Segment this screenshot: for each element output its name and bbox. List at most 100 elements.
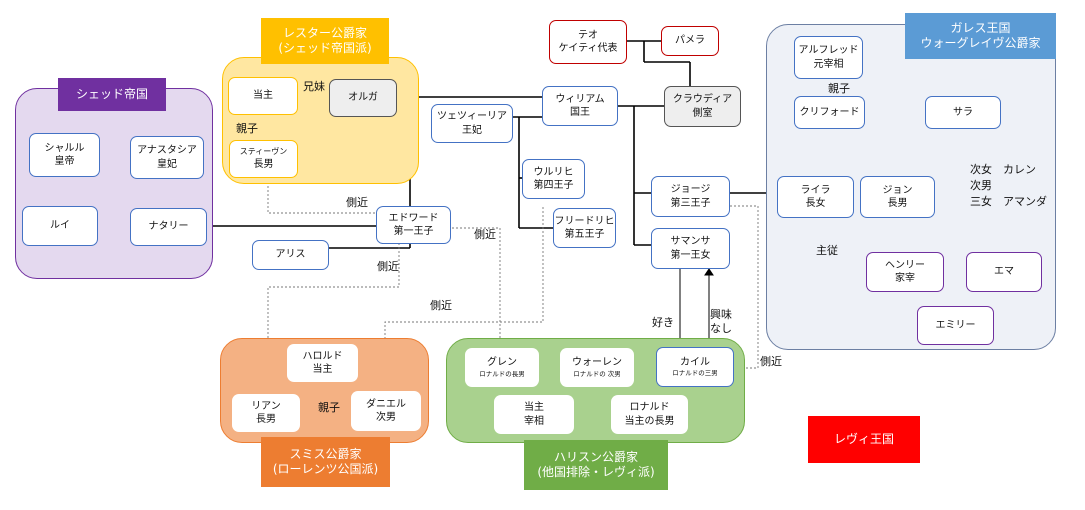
label-other-children: 次女 カレン 次男 三女 アマンダ: [970, 163, 1047, 208]
node-friedrich-role: 第五王子: [564, 229, 605, 240]
node-tsetsilia: ツェツィーリア 王妃: [431, 104, 513, 143]
node-laila-name: ライラ: [800, 184, 831, 196]
node-tsetsilia-name: ツェツィーリア: [437, 111, 507, 122]
node-clifford-name: クリフォード: [799, 106, 860, 118]
node-daniel-name: ダニエル: [366, 398, 406, 410]
node-daniel: ダニエル 次男: [351, 391, 421, 431]
node-steven-role: 長男: [253, 158, 274, 170]
node-harold-role: 当主: [312, 364, 333, 375]
label-aide-3: 側近: [377, 260, 399, 273]
node-sarah: サラ: [925, 96, 1001, 129]
label-aide-4: 側近: [430, 299, 452, 312]
node-teo: テオ ケイティ代表: [549, 20, 627, 64]
node-warren-sub: ロナルドの 次男: [573, 369, 621, 378]
node-rian-name: リアン: [251, 400, 281, 412]
node-steven-name: スティーヴン: [239, 146, 288, 156]
node-ulrich-role: 第四王子: [533, 180, 574, 191]
node-claudia-name: クラウディア: [672, 94, 733, 105]
node-william: ウィリアム 国王: [542, 86, 618, 126]
node-ronald-role: 当主の長男: [624, 415, 675, 427]
node-harrisson-head: 当主 宰相: [494, 395, 574, 434]
shed-empire-group: [15, 88, 213, 279]
node-samantha-role: 第一王女: [670, 249, 711, 261]
node-william-role: 国王: [570, 107, 590, 118]
node-alfred: アルフレッド 元宰相: [794, 36, 863, 79]
node-teo-name: テオ: [578, 29, 598, 41]
levi-kingdom-box: レヴィ王国: [808, 416, 920, 463]
label-aide-1: 側近: [346, 196, 368, 209]
node-edward-name: エドワード: [388, 212, 439, 224]
label-parent-child-smith: 親子: [318, 401, 340, 414]
node-harrisson-head-name: 当主: [524, 402, 544, 413]
label-no-interest: 興味 なし: [710, 308, 732, 335]
node-charles-role: 皇帝: [54, 156, 75, 167]
label-likes: 好き: [652, 316, 674, 329]
lester-title: レスター公爵家 (シェッド帝国派): [261, 18, 389, 64]
node-charles: シャルル 皇帝: [29, 133, 100, 177]
node-henry: ヘンリー 家宰: [866, 252, 944, 292]
node-friedrich: フリードリヒ 第五王子: [553, 208, 616, 248]
node-clifford: クリフォード: [794, 96, 865, 129]
node-louis-name: ルイ: [50, 220, 70, 232]
smith-title: スミス公爵家 (ローレンツ公国派): [261, 437, 390, 487]
node-glen-sub: ロナルドの長男: [479, 369, 525, 378]
node-anastasia: アナスタシア 皇妃: [130, 136, 204, 179]
node-kyle-sub: ロナルドの三男: [672, 369, 718, 378]
node-claudia: クラウディア 側室: [664, 86, 741, 127]
node-alfred-name: アルフレッド: [798, 45, 859, 56]
node-anastasia-role: 皇妃: [157, 158, 177, 170]
galles-title: ガレス王国 ウォーグレイヴ公爵家: [905, 13, 1056, 59]
node-olga-name: オルガ: [348, 92, 378, 104]
node-glen-name: グレン: [487, 357, 517, 369]
label-retainer: 主従: [816, 244, 838, 257]
node-george-role: 第三王子: [670, 197, 711, 209]
node-warren: ウォーレン ロナルドの 次男: [560, 348, 634, 387]
node-emma: エマ: [966, 252, 1042, 292]
node-natalie: ナタリー: [130, 208, 207, 246]
node-samantha: サマンサ 第一王女: [651, 228, 730, 269]
node-emma-name: エマ: [994, 266, 1014, 278]
node-alice: アリス: [252, 240, 329, 270]
node-ronald: ロナルド 当主の長男: [611, 395, 688, 434]
node-warren-name: ウォーレン: [572, 357, 622, 369]
node-pamela-name: パメラ: [675, 35, 705, 47]
node-edward: エドワード 第一王子: [376, 206, 451, 244]
node-william-name: ウィリアム: [555, 93, 605, 105]
node-alfred-role: 元宰相: [813, 58, 844, 70]
node-pamela: パメラ: [661, 26, 719, 56]
node-john-role: 長男: [887, 198, 908, 209]
node-george-name: ジョージ: [670, 184, 711, 195]
node-friedrich-name: フリードリヒ: [554, 215, 615, 227]
node-kyle-name: カイル: [680, 356, 710, 368]
node-louis: ルイ: [22, 206, 98, 246]
node-steven: スティーヴン 長男: [229, 140, 298, 178]
node-glen: グレン ロナルドの長男: [465, 348, 539, 387]
label-aide-5: 側近: [760, 355, 782, 368]
node-rian: リアン 長男: [232, 394, 300, 432]
node-edward-role: 第一王子: [393, 226, 434, 237]
node-anastasia-name: アナスタシア: [137, 145, 197, 156]
node-henry-name: ヘンリー: [885, 259, 925, 271]
node-harrisson-head-role: 宰相: [524, 415, 544, 427]
shed-empire-title: シェッド帝国: [58, 78, 166, 111]
node-teo-role: ケイティ代表: [558, 43, 618, 54]
node-ronald-name: ロナルド: [629, 402, 670, 413]
node-ulrich-name: ウルリヒ: [533, 166, 574, 178]
node-lester-head: 当主: [228, 77, 298, 115]
node-charles-name: シャルル: [44, 142, 85, 154]
node-john: ジョン 長男: [860, 176, 935, 218]
node-claudia-role: 側室: [692, 107, 713, 119]
node-henry-role: 家宰: [895, 273, 915, 284]
harrisson-title: ハリスン公爵家 (他国排除・レヴィ派): [524, 440, 668, 490]
node-natalie-name: ナタリー: [148, 221, 189, 233]
node-emily: エミリー: [917, 306, 994, 345]
node-laila: ライラ 長女: [777, 176, 854, 218]
node-lester-head-name: 当主: [253, 90, 273, 102]
node-samantha-name: サマンサ: [670, 236, 711, 247]
node-ulrich: ウルリヒ 第四王子: [522, 159, 585, 199]
node-laila-role: 長女: [805, 198, 826, 209]
node-sarah-name: サラ: [953, 106, 973, 118]
node-harold: ハロルド 当主: [287, 344, 358, 382]
node-emily-name: エミリー: [935, 319, 976, 331]
node-john-name: ジョン: [882, 184, 913, 196]
